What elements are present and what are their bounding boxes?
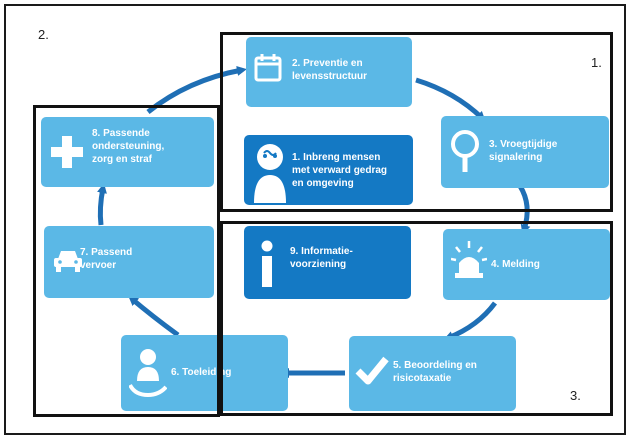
step-3-box: 3. Vroegtijdige signalering xyxy=(441,116,609,188)
step-9-label: 9. Informatie- voorziening xyxy=(290,246,353,270)
arrow-2-to-3 xyxy=(415,77,486,122)
step-1-label: 1. Inbreng mensen met verward gedrag en … xyxy=(292,152,388,189)
region-1-label: 1. xyxy=(591,55,602,70)
arrow-3-to-4 xyxy=(517,184,531,235)
step-4-box: 4. Melding xyxy=(443,229,610,300)
step-7-box: 7. Passend vervoer xyxy=(44,226,214,298)
step-3-label: 3. Vroegtijdige signalering xyxy=(489,139,558,163)
step-7-label: 7. Passend vervoer xyxy=(80,247,133,271)
magnifier-icon xyxy=(451,130,479,172)
step-4-label: 4. Melding xyxy=(491,259,540,270)
arrow-4-to-5 xyxy=(443,301,498,341)
arrow-8-to-2 xyxy=(146,65,247,114)
region-2-label: 2. xyxy=(38,27,49,42)
step-6-label: 6. Toeleiding xyxy=(171,367,232,378)
hand-person-icon xyxy=(129,349,167,398)
arrow-7-to-8 xyxy=(97,183,107,226)
arrow-6-to-7 xyxy=(128,295,180,338)
siren-icon xyxy=(451,241,487,278)
outer-frame xyxy=(4,4,626,435)
plus-icon xyxy=(51,136,83,168)
car-icon xyxy=(54,251,82,272)
step-5-label: 5. Beoordeling en risicotaxatie xyxy=(393,360,477,384)
step-9-box: 9. Informatie- voorziening xyxy=(244,226,411,299)
calendar-icon xyxy=(254,54,282,82)
step-5-box: 5. Beoordeling en risicotaxatie xyxy=(349,336,516,411)
checkmark-icon xyxy=(355,356,389,385)
step-2-box: 2. Preventie en levensstructuur xyxy=(246,37,412,107)
step-8-box: 8. Passende ondersteuning, zorg en straf xyxy=(41,117,214,187)
person-icon xyxy=(254,144,286,203)
step-2-label: 2. Preventie en levensstructuur xyxy=(292,58,368,82)
info-icon xyxy=(261,240,273,287)
region-3-label: 3. xyxy=(570,388,581,403)
step-1-box: 1. Inbreng mensen met verward gedrag en … xyxy=(244,135,413,205)
step-8-label: 8. Passende ondersteuning, zorg en straf xyxy=(92,128,165,165)
step-6-box: 6. Toeleiding xyxy=(121,335,288,411)
